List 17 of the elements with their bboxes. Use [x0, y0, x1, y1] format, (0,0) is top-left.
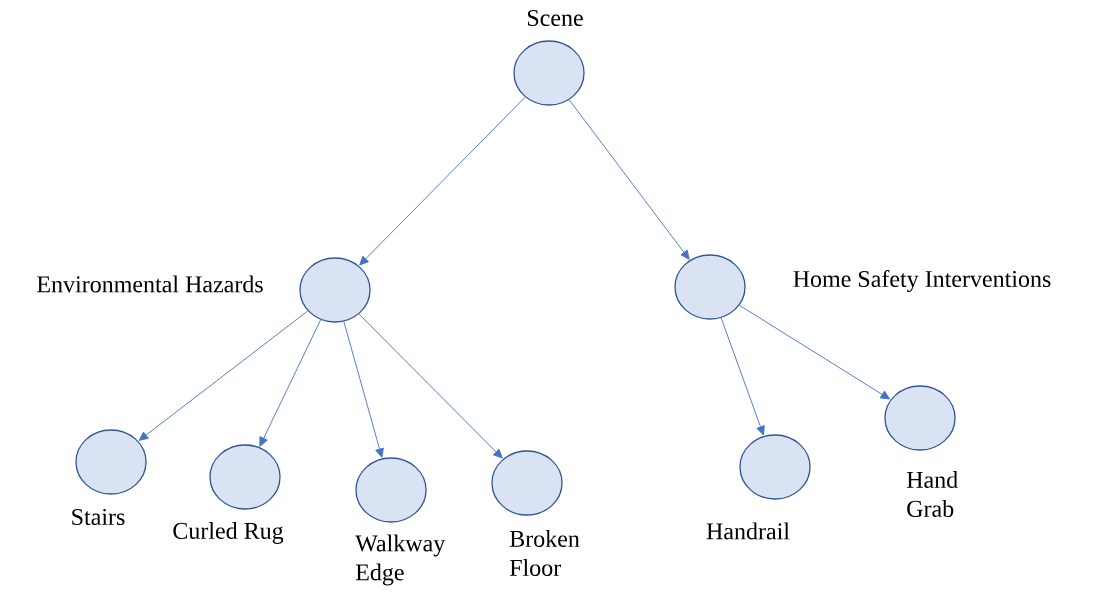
- node-label: Broken Floor: [509, 530, 580, 576]
- node-label: Curled Rug: [173, 522, 284, 544]
- node-label: Walkway Edge: [355, 534, 446, 586]
- arrow: [343, 321, 384, 458]
- arrow: [359, 96, 526, 266]
- arrow: [138, 310, 309, 441]
- node-label: Handrail: [706, 522, 790, 540]
- node-label: Stairs: [72, 508, 125, 526]
- arrow: [739, 304, 891, 400]
- node-label: Environmental Hazards: [37, 275, 263, 293]
- node-label: Scene: [527, 9, 583, 27]
- arrow: [358, 313, 503, 459]
- arrow: [568, 99, 690, 260]
- arrow: [720, 317, 765, 436]
- node-label: Home Safety Interventions: [793, 269, 1051, 293]
- arrow: [259, 319, 322, 447]
- node-label: Hand Grab: [906, 471, 958, 517]
